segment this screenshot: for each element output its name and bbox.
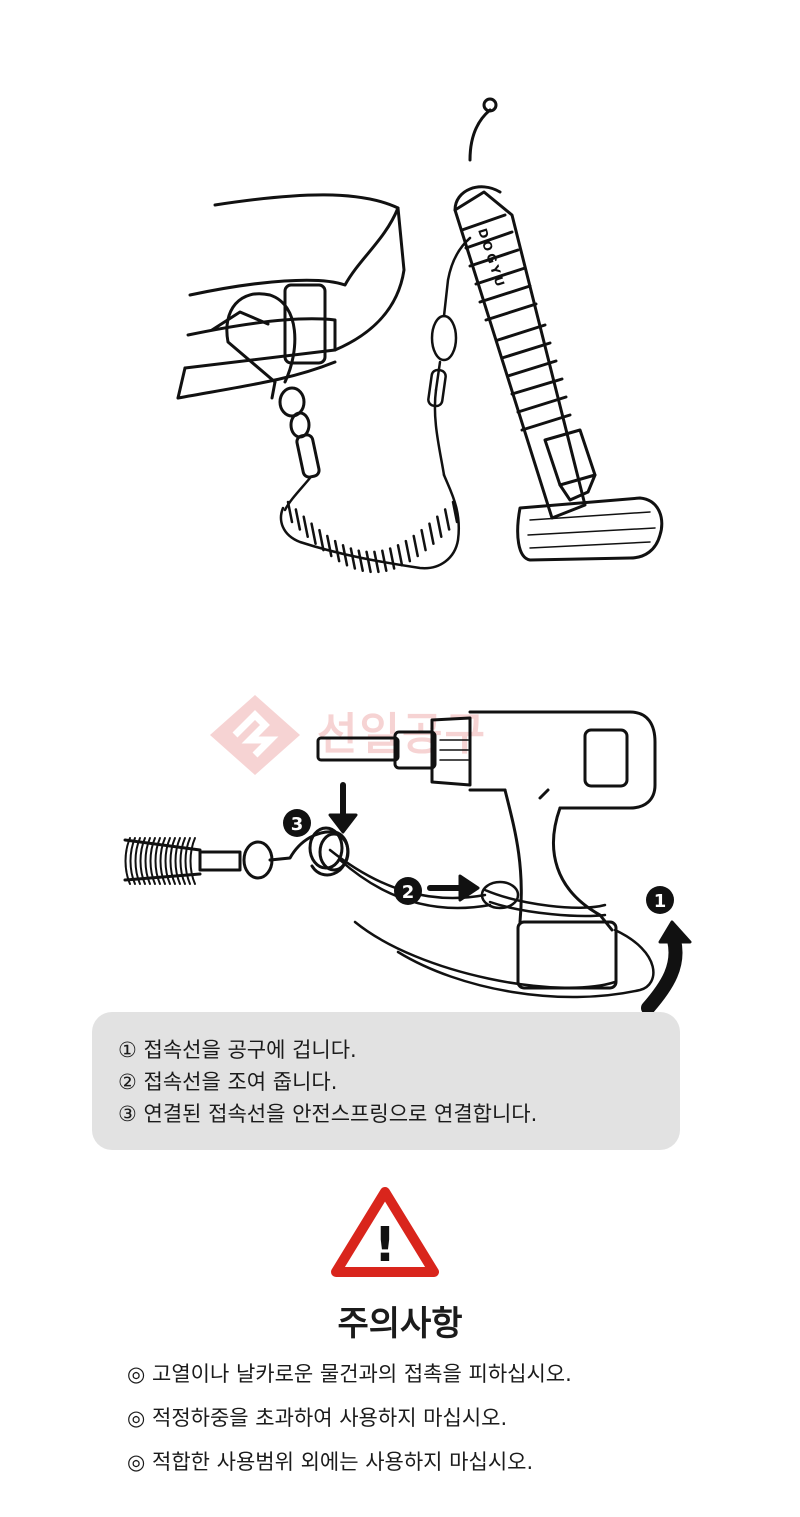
watermark-logo-icon [210, 695, 300, 775]
step-1: ① 접속선을 공구에 겁니다. [118, 1038, 357, 1062]
svg-text:1: 1 [654, 891, 667, 912]
warning-title: 주의사항 [337, 1304, 463, 1344]
step-marker-1: 1 [646, 886, 674, 914]
step-2: ② 접속선을 조여 줍니다. [118, 1070, 338, 1094]
caution-item: ◎ 고열이나 날카로운 물건과의 접촉을 피하십시오. [127, 1362, 572, 1386]
snap-hook-coil [123, 826, 350, 885]
tool-loop-cord [328, 848, 655, 999]
steps-box: ① 접속선을 공구에 겁니다. ② 접속선을 조여 줍니다. ③ 연결된 접속선… [92, 1012, 680, 1150]
coiled-lanyard [279, 236, 472, 574]
step-marker-3: 3 [283, 809, 311, 837]
drill-lanyard-illustration: 3 2 1 [123, 710, 692, 1015]
brand-watermark: 선일공구 [205, 690, 565, 780]
arrow-up-curve-icon [641, 920, 692, 1015]
step-3: ③ 연결된 접속선을 안전스프링으로 연결합니다. [118, 1102, 538, 1126]
hammer: DOGYU [453, 97, 664, 562]
caution-item: ◎ 적합한 사용범위 외에는 사용하지 마십시오. [127, 1450, 534, 1474]
caution-item: ◎ 적정하중을 초과하여 사용하지 마십시오. [127, 1406, 508, 1430]
step-marker-2: 2 [394, 877, 422, 905]
svg-text:3: 3 [291, 814, 304, 835]
warning-triangle-icon: ! [331, 1187, 439, 1277]
belt-hammer-lanyard-illustration: DOGYU [176, 97, 664, 574]
cordless-drill [316, 710, 657, 990]
svg-text:2: 2 [402, 882, 415, 903]
carabiner-hook [225, 292, 321, 479]
arrow-right-icon [427, 874, 480, 902]
tool-belt [176, 193, 406, 400]
arrow-down-icon [328, 782, 358, 834]
warning-exclamation: ! [374, 1217, 396, 1273]
caution-list: ◎ 고열이나 날카로운 물건과의 접촉을 피하십시오. ◎ 적정하중을 초과하여… [127, 1352, 572, 1484]
